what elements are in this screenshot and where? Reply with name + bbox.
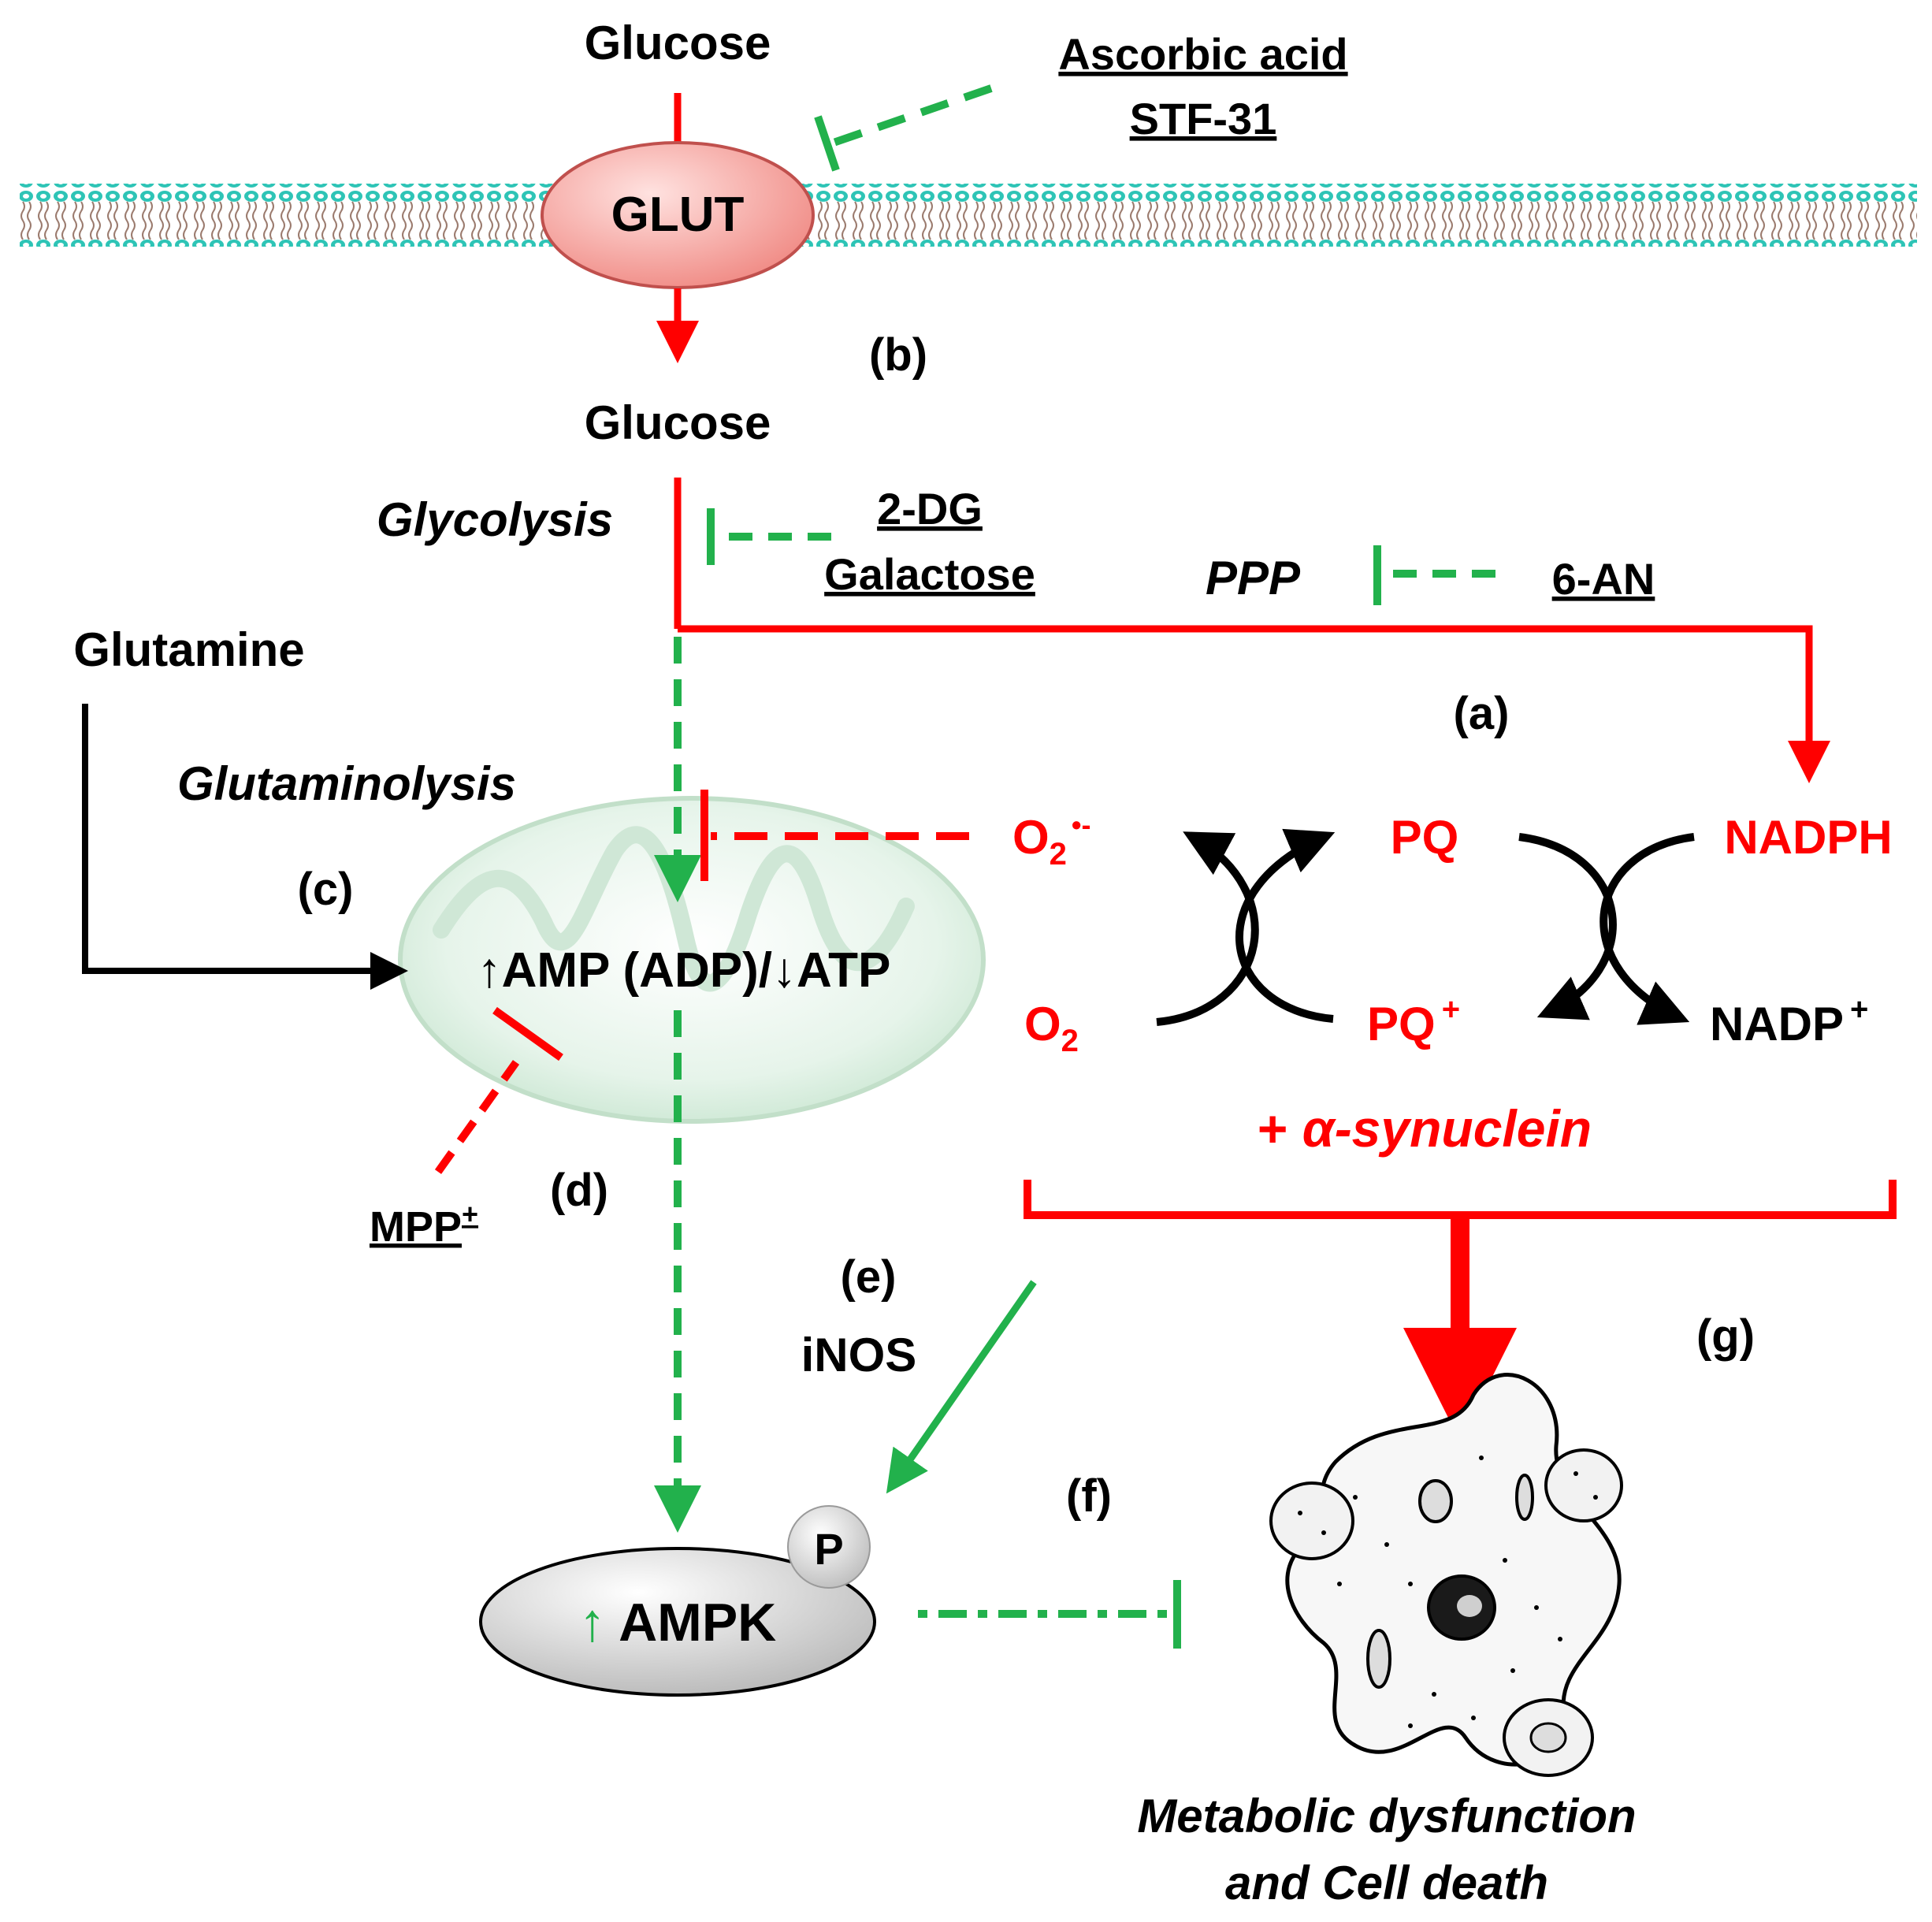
superoxide-base: O xyxy=(1012,811,1050,864)
superoxide-subscript: 2 xyxy=(1050,837,1067,872)
ampk-label: ↑ AMPK xyxy=(579,1593,777,1652)
mpp-base: MPP xyxy=(370,1203,462,1251)
ampk-up-arrow: ↑ xyxy=(579,1593,606,1652)
redox-arc-o2-to-superoxide xyxy=(1156,831,1259,1026)
panel-c-label: (c) xyxy=(298,864,354,915)
glut-inhibition-line xyxy=(830,84,993,147)
panel-d-label: (d) xyxy=(550,1165,608,1216)
glycolysis-inhibitor-galactose: Galactose xyxy=(824,549,1035,599)
nadp-label: NADP+ xyxy=(1710,992,1868,1050)
oxygen-base: O xyxy=(1024,998,1061,1050)
panel-g-label: (g) xyxy=(1696,1310,1755,1362)
glut-label: GLUT xyxy=(611,188,745,242)
panel-e-label: (e) xyxy=(841,1251,897,1303)
superoxide-label: O2•- xyxy=(1012,809,1091,872)
phospho-label: P xyxy=(814,1524,843,1574)
ampk-node xyxy=(479,1547,876,1697)
redox-arc-pq-to-pqplus xyxy=(1518,833,1617,1020)
pq-label: PQ xyxy=(1391,811,1459,864)
nadp-base: NADP xyxy=(1710,998,1844,1050)
ppp-label: PPP xyxy=(1206,552,1301,604)
glut-transporter xyxy=(541,141,815,289)
dying-cell-illustration xyxy=(1269,1373,1623,1777)
glutaminolysis-arrow xyxy=(82,704,408,990)
mpp-inhibitor-label: MPP+ xyxy=(370,1198,478,1251)
panel-a-label: (a) xyxy=(1454,688,1510,739)
glycolysis-inhibitor-2dg: 2-DG xyxy=(877,484,983,533)
ampk-text: AMPK xyxy=(606,1593,777,1652)
pq-cation-superscript: + xyxy=(1442,992,1460,1027)
ppp-inhibitor-6an: 6-AN xyxy=(1552,554,1655,604)
pq-cation-base: PQ xyxy=(1367,998,1436,1050)
redox-arc-nadph-to-nadp xyxy=(1599,833,1695,1025)
glucose-intracellular-label: Glucose xyxy=(585,396,771,449)
glutamine-label: Glutamine xyxy=(73,623,304,676)
panel-b-label: (b) xyxy=(869,329,927,381)
glutaminolysis-label: Glutaminolysis xyxy=(177,757,516,810)
phospho-badge xyxy=(787,1505,871,1589)
alpha-synuclein-name: α-synuclein xyxy=(1302,1099,1592,1158)
outcome-line-1: Metabolic dysfunction xyxy=(1137,1790,1636,1842)
superoxide-superscript: •- xyxy=(1072,809,1091,841)
glut-inhibition-bar xyxy=(814,115,840,172)
pq-cation-label: PQ+ xyxy=(1367,992,1460,1050)
cell-membrane xyxy=(20,184,1917,247)
inos-to-ampk-arrow xyxy=(886,1280,1037,1494)
glycolysis-label: Glycolysis xyxy=(377,493,613,546)
nadph-label: NADPH xyxy=(1724,811,1892,864)
amp-atp-ratio-label: ↑AMP (ADP)/↓ATP xyxy=(477,943,891,998)
outcome-line-2: and Cell death xyxy=(1225,1857,1548,1909)
alpha-synuclein-label: + α-synuclein xyxy=(1258,1099,1592,1158)
inos-label: iNOS xyxy=(801,1329,917,1381)
oxygen-label: O2 xyxy=(1024,998,1079,1058)
glucose-extracellular-label: Glucose xyxy=(585,17,771,69)
glut-inhibitor-stf31: STF-31 xyxy=(1130,94,1277,143)
synuclein-bracket xyxy=(1024,1180,1897,1219)
nadp-superscript: + xyxy=(1850,992,1868,1027)
oxygen-subscript: 2 xyxy=(1061,1024,1079,1058)
mitochondrion xyxy=(398,796,986,1124)
mpp-inhibition-line xyxy=(434,1060,520,1174)
redox-arc-pqplus-to-pq xyxy=(1235,828,1336,1023)
mpp-superscript: + xyxy=(462,1198,478,1230)
ppp-branch-line xyxy=(678,625,1830,783)
glut-inhibitor-ascorbic-acid: Ascorbic acid xyxy=(1058,29,1347,79)
panel-f-label: (f) xyxy=(1066,1470,1112,1522)
mpp-inhibition-bar xyxy=(492,1006,563,1061)
alpha-synuclein-plus: + xyxy=(1258,1099,1302,1158)
